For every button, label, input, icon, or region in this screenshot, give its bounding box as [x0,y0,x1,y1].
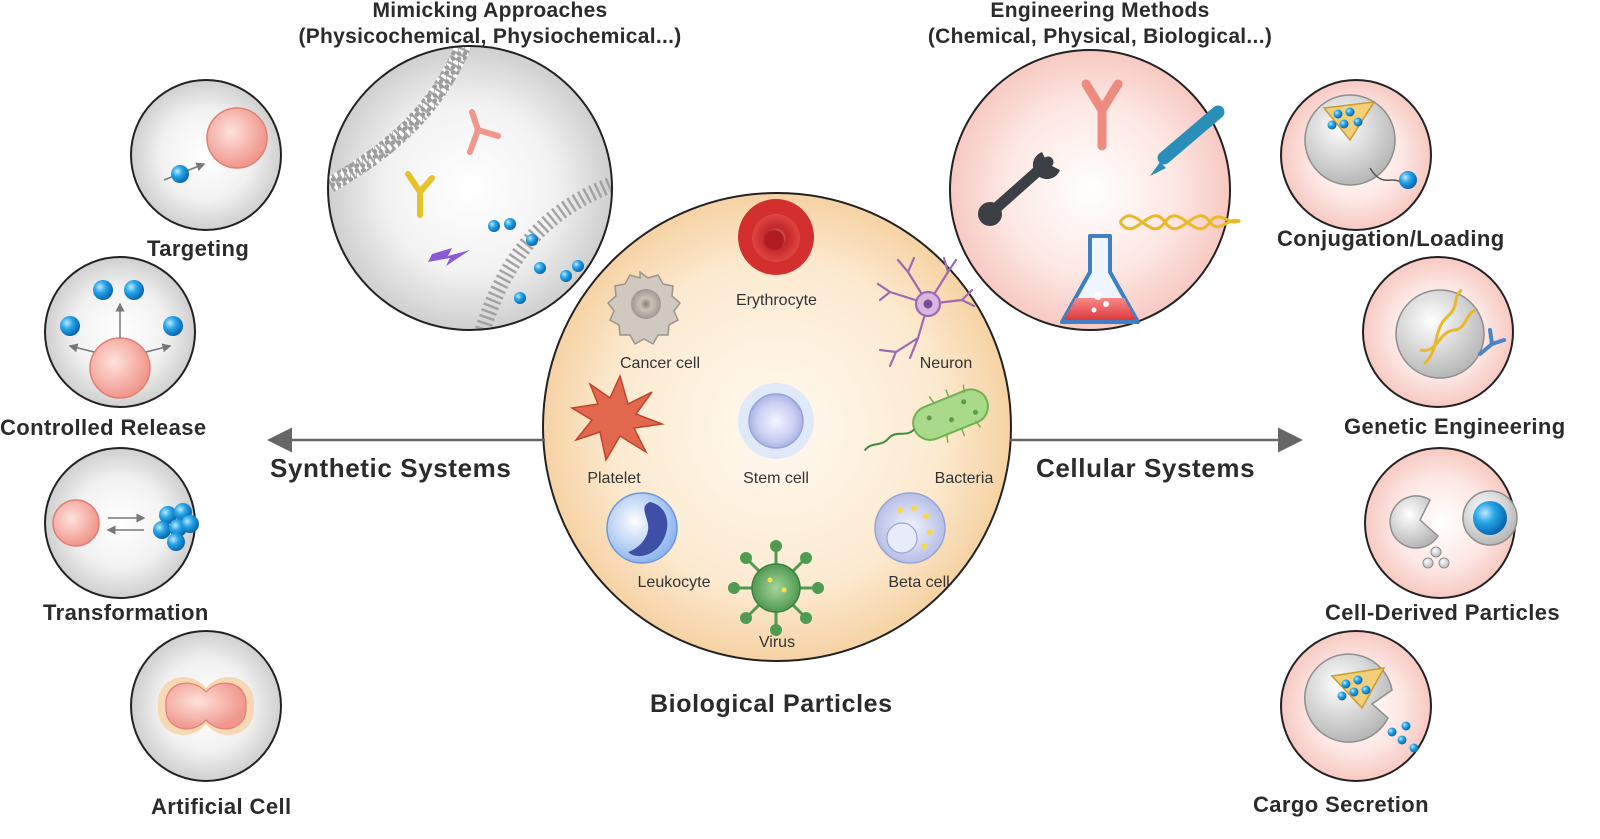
wrench-icon [978,152,1060,226]
antibody-yellow-icon [405,171,435,218]
flask-icon [1060,234,1140,324]
targeting-circle [130,79,282,231]
blue-particles [488,218,584,304]
leukocyte-label: Leukocyte [637,574,711,591]
transformation-label: Transformation [43,600,209,625]
pen-icon [1150,105,1225,176]
lightning-icon [428,248,470,266]
left-header: Mimicking Approaches (Physicochemical, P… [250,0,730,50]
conjugation-loading-circle [1280,79,1432,231]
cancer-cell-icon [606,270,682,346]
center-circle-group [542,192,1012,662]
synthetic-systems-label: Synthetic Systems [270,453,512,483]
platelet-icon [569,373,665,463]
cargo-secretion-label: Cargo Secretion [1253,792,1429,817]
targeting-label: Targeting [147,236,250,261]
mimicking-circle [327,45,613,331]
cargo-secretion-circle [1280,630,1432,782]
platelet-label: Platelet [587,470,641,487]
neuron-icon [876,256,976,368]
right-header: Engineering Methods (Chemical, Physical,… [870,0,1330,50]
cell-derived-particles-label: Cell-Derived Particles [1325,600,1561,625]
cellular-systems-label: Cellular Systems [1036,453,1256,483]
controlled-release-circle [44,256,196,408]
right-header-line1: Engineering Methods [990,0,1210,22]
genetic-engineering-label: Genetic Engineering [1344,414,1566,439]
leukocyte-icon [606,492,678,564]
beta-cell-label: Beta cell [888,574,950,591]
right-header-line2: (Chemical, Physical, Biological...) [927,25,1273,48]
genetic-engineering-circle [1362,256,1514,408]
conjugation-loading-label: Conjugation/Loading [1277,226,1505,251]
dna-icon [1118,214,1241,231]
controlled-release-label: Controlled Release [0,415,207,440]
stem-cell-icon [738,383,814,459]
beta-cell-icon [874,492,946,564]
engineering-circle [949,49,1241,331]
cancer-cell-label: Cancer cell [619,355,701,372]
erythrocyte-icon [738,199,814,275]
artificial-cell-circle [130,630,282,782]
antibody-icon [1081,79,1123,151]
artificial-cell-label: Artificial Cell [151,794,292,819]
virus-label: Virus [758,634,796,651]
bacteria-icon [863,384,989,452]
biological-particles-title: Biological Particles [650,690,893,718]
antibody-pink-icon [467,109,501,155]
cell-derived-particles-circle [1364,447,1518,599]
transformation-circle [44,447,199,599]
left-header-line1: Mimicking Approaches [372,0,608,22]
neuron-label: Neuron [919,355,973,372]
stem-cell-label: Stem cell [743,470,809,487]
erythrocyte-label: Erythrocyte [736,292,817,309]
bacteria-label: Bacteria [934,470,994,487]
virus-icon [728,540,824,636]
left-header-line2: (Physicochemical, Physiochemical...) [298,25,682,48]
